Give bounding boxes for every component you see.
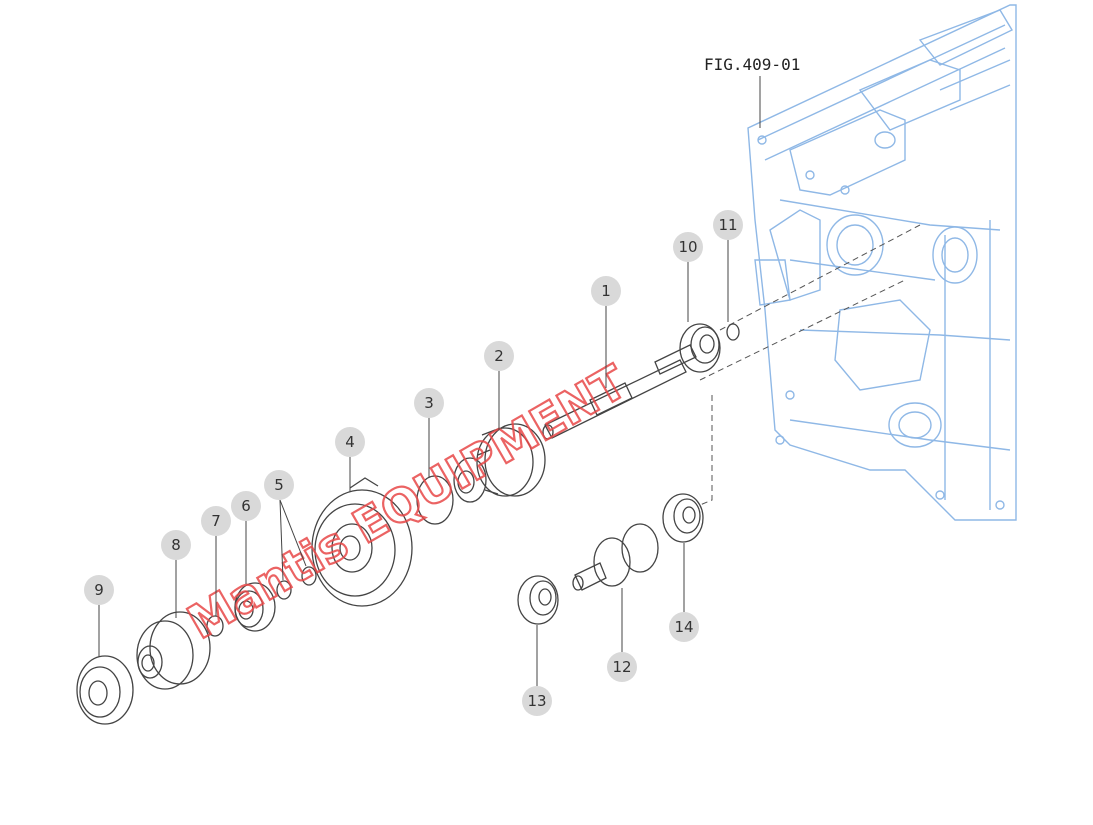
- callout-6-number: 6: [241, 497, 251, 515]
- part-7-ring: [206, 615, 224, 637]
- part-8-gear: [136, 611, 211, 690]
- callout-11: 11: [713, 210, 743, 240]
- callout-11-number: 11: [718, 216, 737, 234]
- part-11-ring: [726, 323, 740, 341]
- callout-12: 12: [607, 652, 637, 682]
- transmission-housing: [747, 4, 1017, 521]
- callout-8: 8: [161, 530, 191, 560]
- callout-4-number: 4: [345, 433, 355, 451]
- callout-5-number: 5: [274, 476, 284, 494]
- part-13-bearing: [517, 575, 559, 625]
- figure-label: FIG.409-01: [704, 55, 800, 74]
- part-5-washers: [276, 566, 317, 600]
- callout-3: 3: [414, 388, 444, 418]
- part-6-bearing: [234, 582, 276, 632]
- callout-7: 7: [201, 506, 231, 536]
- part-3-ring: [416, 475, 454, 525]
- callout-9: 9: [84, 575, 114, 605]
- part-2-gear: [453, 423, 546, 503]
- callout-6: 6: [231, 491, 261, 521]
- part-9-bearing: [76, 655, 134, 725]
- callout-12-number: 12: [612, 658, 631, 676]
- callouts: 1 2 3 4 5 6 7 8: [84, 210, 743, 716]
- callout-8-number: 8: [171, 536, 181, 554]
- callout-3-number: 3: [424, 394, 434, 412]
- callout-13: 13: [522, 686, 552, 716]
- callout-14-number: 14: [674, 618, 693, 636]
- callout-10-number: 10: [678, 238, 697, 256]
- part-14-bearing: [662, 493, 704, 543]
- parts: [76, 323, 740, 725]
- callout-13-number: 13: [527, 692, 546, 710]
- callout-10: 10: [673, 232, 703, 262]
- callout-2: 2: [484, 341, 514, 371]
- assembly-axis-lines: [699, 224, 921, 506]
- callout-4: 4: [335, 427, 365, 457]
- callout-9-number: 9: [94, 581, 104, 599]
- callout-1: 1: [591, 276, 621, 306]
- callout-7-number: 7: [211, 512, 221, 530]
- callout-2-number: 2: [494, 347, 504, 365]
- part-12-cluster-gear: [572, 523, 659, 591]
- part-10-bearing: [679, 323, 721, 373]
- part-4-cover: [311, 477, 413, 607]
- callout-14: 14: [669, 612, 699, 642]
- part-1-shaft: [542, 344, 697, 440]
- callout-1-number: 1: [601, 282, 611, 300]
- figure-reference: FIG.409-01: [704, 55, 800, 128]
- callout-5: 5: [264, 470, 294, 500]
